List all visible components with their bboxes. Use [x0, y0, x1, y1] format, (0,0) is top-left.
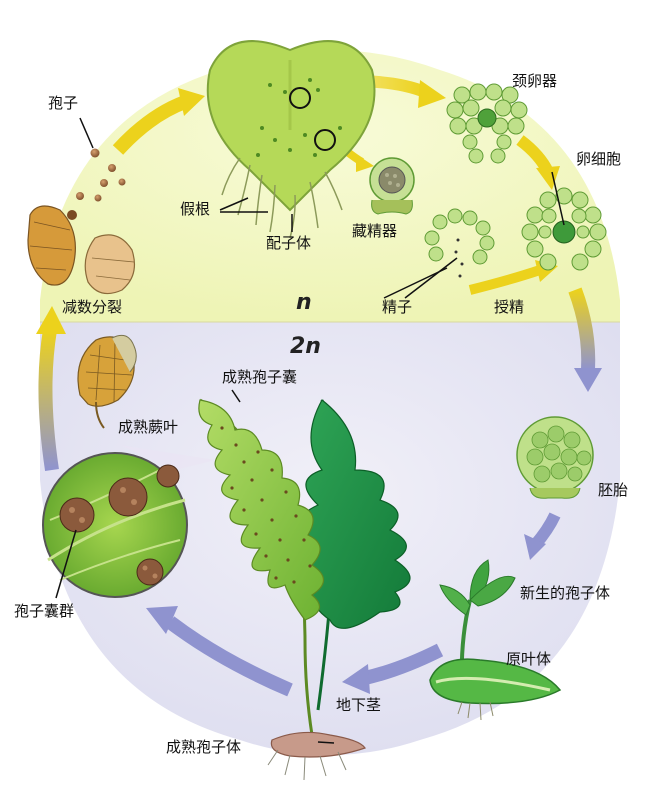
arrow-head-spore-to-gametophyte	[178, 88, 205, 116]
leader-rhizoids-1	[219, 197, 249, 211]
label-egg-cell: 卵细胞	[576, 150, 622, 168]
label-mature-sporophyte: 成熟孢子体	[166, 738, 242, 756]
leader-sperm-2	[404, 257, 458, 299]
label-rhizome: 地下茎	[336, 696, 382, 714]
arrow-head-antheridium	[356, 154, 374, 172]
arrow-sperm-to-egg	[468, 265, 542, 295]
arrow-to-sorus	[165, 616, 293, 697]
arrow-head-embryo	[574, 368, 602, 392]
antheridium-illustration	[369, 157, 415, 215]
leader-sorus	[55, 529, 77, 599]
rhizome-illustration	[270, 731, 366, 758]
arrow-head-sorus	[146, 606, 178, 634]
arrow-head-mature-sporophyte	[342, 664, 370, 694]
arrow-spore-to-gametophyte	[112, 95, 188, 155]
arrow-fertilization-to-embryo	[568, 287, 596, 371]
leader-egg	[551, 171, 565, 226]
rhizoids-illustration	[221, 157, 343, 239]
diploid-label: 2n	[290, 334, 321, 359]
gametophyte-illustration	[206, 40, 376, 239]
sperm-release-illustration	[424, 208, 495, 278]
arrow-to-mature-sporophyte	[363, 643, 444, 685]
antheridium-marker	[314, 129, 336, 151]
mature-sporangium-illustration	[77, 334, 137, 429]
arrow-head-archegonium	[418, 80, 446, 108]
leader-sporangium	[231, 389, 241, 403]
sorus-magnified-illustration	[42, 445, 215, 598]
prothallus-illustration	[429, 658, 562, 721]
label-antheridium: 藏精器	[352, 222, 398, 240]
young-sporophyte-illustration	[439, 559, 516, 691]
label-embryo: 胚胎	[598, 481, 629, 499]
label-spore: 孢子	[48, 94, 79, 112]
spore-illustration	[76, 148, 126, 202]
mature-sporophyte-illustration	[198, 398, 411, 781]
label-archegonium: 颈卵器	[512, 72, 558, 90]
label-prothallus: 原叶体	[506, 650, 552, 668]
arrow-head-young-sporophyte	[524, 534, 546, 560]
label-gametophyte: 配子体	[266, 234, 312, 252]
archegonium-illustration	[446, 83, 528, 164]
archegonium-marker	[289, 87, 311, 109]
haploid-label: n	[296, 290, 312, 315]
arrow-sorus-to-meiosis	[38, 328, 59, 472]
leader-lines	[55, 117, 565, 744]
label-meiosis: 减数分裂	[62, 298, 123, 316]
leader-spore	[79, 117, 94, 149]
meiosis-sporangium-illustration	[27, 205, 135, 295]
egg-cell-illustration	[521, 187, 607, 271]
label-rhizoids: 假根	[180, 200, 211, 218]
label-sperm: 精子	[382, 298, 413, 316]
embryo-illustration	[516, 416, 594, 499]
label-fertilization: 授精	[494, 298, 525, 316]
arrow-head-meiosis	[36, 306, 66, 334]
label-sorus: 孢子囊群	[14, 602, 75, 620]
leader-rhizome	[317, 741, 335, 744]
label-young-sporophyte: 新生的孢子体	[520, 584, 611, 602]
label-mature-frond: 成熟蕨叶	[118, 418, 179, 436]
label-mature-sporangium: 成熟孢子囊	[222, 368, 298, 386]
